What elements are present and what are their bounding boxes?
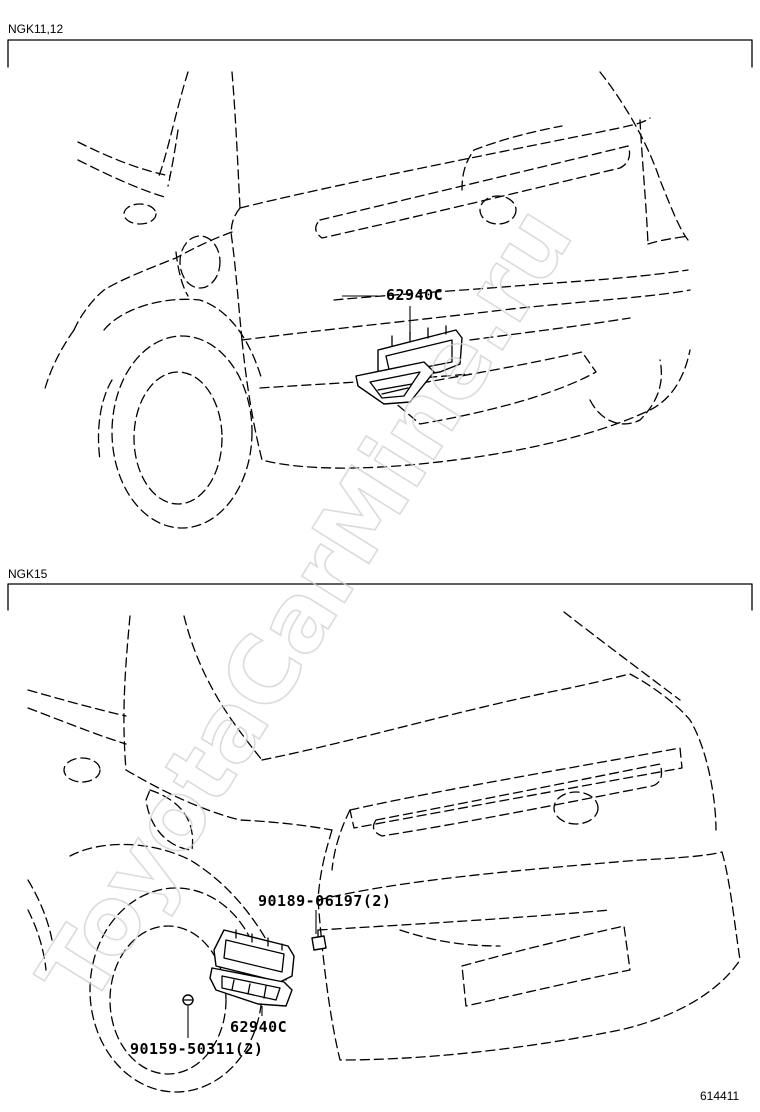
section-2-bracket: [7, 583, 753, 611]
part-62940C-nk15: [209, 929, 295, 1007]
section-1-bracket: [7, 39, 753, 68]
section-2-code: NGK15: [8, 567, 48, 581]
screw-90159: [182, 994, 194, 1006]
part-label-62940C-nk1112: 62940C: [386, 286, 443, 304]
illustration-id: 614411: [700, 1089, 739, 1103]
section-2: NGK15: [7, 567, 753, 1093]
section-1-code: NGK11,12: [8, 22, 63, 36]
car-rear-view-2: [27, 611, 741, 1093]
part-label-90189-06197: 90189-06197(2): [258, 892, 391, 910]
car-rear-view-1: [43, 71, 691, 529]
part-62940C-nk1112: [355, 325, 463, 405]
part-label-62940C-nk15: 62940C: [230, 1018, 287, 1036]
part-label-90159-50311: 90159-50311(2): [130, 1040, 263, 1058]
section-1: NGK11,12: [7, 22, 753, 529]
clip-90189: [311, 929, 327, 951]
